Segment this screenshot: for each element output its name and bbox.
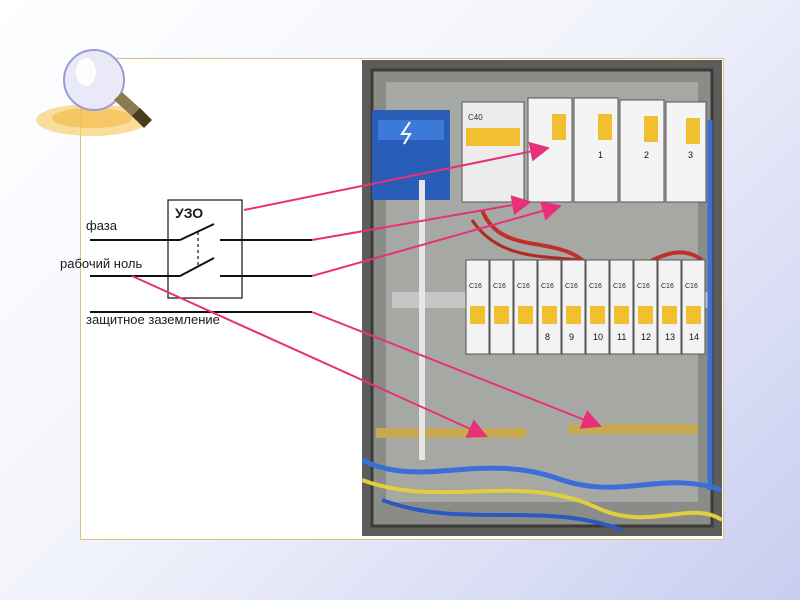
arrow-ground-to-bus <box>311 311 602 429</box>
breaker-number-1: 1 <box>598 150 603 160</box>
breaker-rating-label: C16 <box>589 283 602 290</box>
breaker-rating-label: C16 <box>541 283 554 290</box>
breaker-number-2: 2 <box>644 150 649 160</box>
breaker-rating-label: C16 <box>469 283 482 290</box>
breaker-handle <box>614 306 629 324</box>
breaker-number-label: 10 <box>593 332 603 342</box>
breaker-rating-label: C16 <box>613 283 626 290</box>
breaker-rating-label: C16 <box>517 283 530 290</box>
breaker-handle <box>494 306 509 324</box>
arrow-neutral-out-to-panel <box>311 201 562 277</box>
ground-bus-bar <box>568 424 698 434</box>
arrow-neutral-to-bus <box>131 275 488 438</box>
breaker-handle <box>542 306 557 324</box>
breaker-rating-label: C16 <box>637 283 650 290</box>
breaker-rating-label: C16 <box>685 283 698 290</box>
breaker-handle <box>470 306 485 324</box>
breaker-handle <box>686 306 701 324</box>
breaker-handle <box>638 306 653 324</box>
breaker-number-label: 13 <box>665 332 675 342</box>
neutral-switch-contact <box>179 257 215 277</box>
uzo-label: УЗО <box>175 205 204 221</box>
breaker-handle <box>518 306 533 324</box>
breaker-handle <box>590 306 605 324</box>
main-breaker <box>461 101 525 203</box>
light-bulb-icon <box>36 49 152 136</box>
breaker-number-label: 9 <box>569 332 574 342</box>
breaker-rating-label: C16 <box>493 283 506 290</box>
neutral-label: рабочий ноль <box>60 256 143 271</box>
arrow-phase-to-panel <box>311 195 532 241</box>
branch-breakers-row: C16 C16 C16 C16 8 C16 9 C16 10 C16 11 C16 12 C16 13 C16… <box>465 259 706 355</box>
breaker-number-3: 3 <box>688 150 693 160</box>
uzo-box <box>167 199 243 299</box>
breaker-number-label: 14 <box>689 332 699 342</box>
phase-label: фаза <box>86 218 117 233</box>
breaker-number-label: 11 <box>617 332 626 342</box>
phase-switch-contact <box>179 223 215 241</box>
ground-label: защитное заземление <box>86 312 220 327</box>
breaker-rating-label: C16 <box>661 283 674 290</box>
breaker-main-marking: C40 <box>468 113 483 122</box>
breaker-rating-label: C16 <box>565 283 578 290</box>
breaker-handle <box>566 306 581 324</box>
breaker-number-label: 12 <box>641 332 651 342</box>
arrow-uzo-to-rcd <box>243 141 550 211</box>
breaker-handle <box>662 306 677 324</box>
breaker-number-label: 8 <box>545 332 550 342</box>
neutral-bus-bar <box>376 428 526 438</box>
